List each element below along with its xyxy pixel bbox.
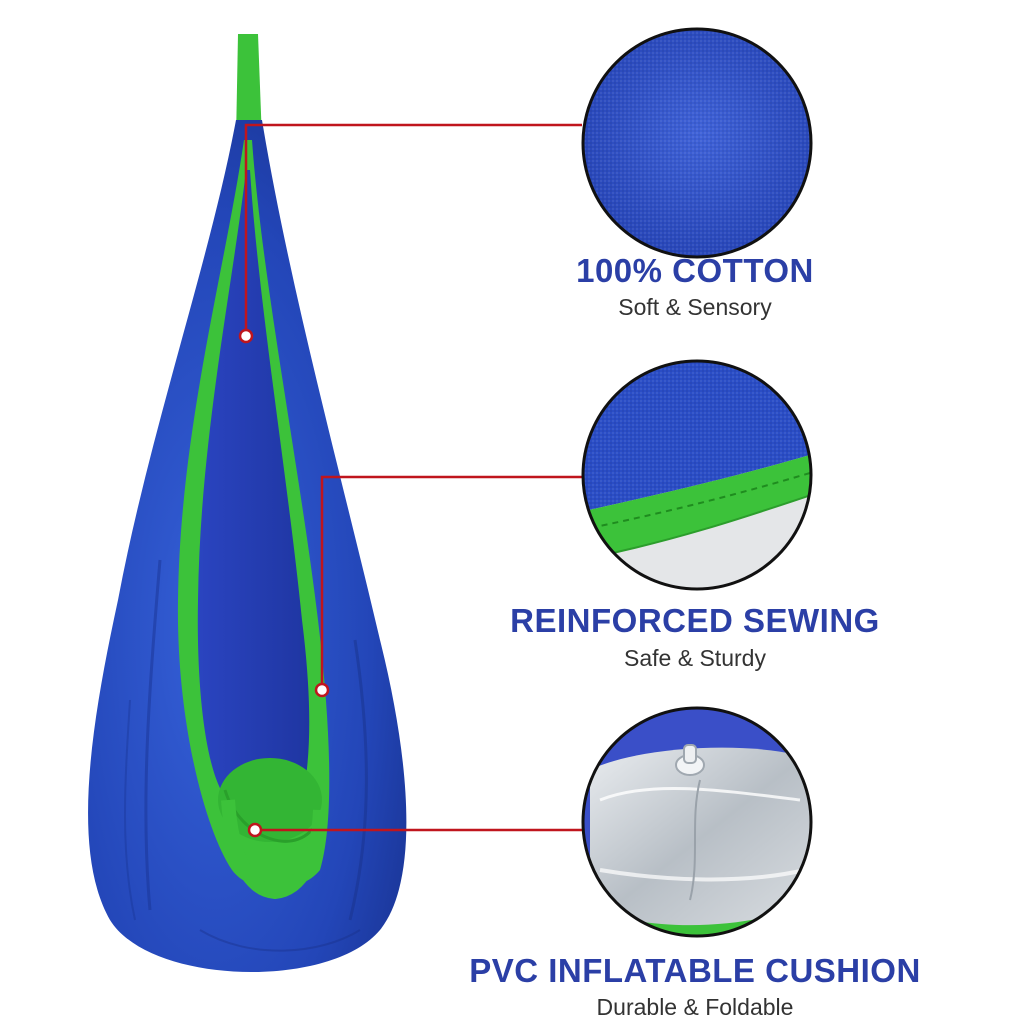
- callout-dot-sewing: [314, 682, 330, 698]
- callout-lines: [238, 123, 582, 838]
- feature-subtitle-cushion: Durable & Foldable: [596, 994, 794, 1020]
- inflatable-cushion-closeup: [581, 706, 813, 938]
- feature-subtitle-cotton: Soft & Sensory: [618, 294, 772, 320]
- pod-chair: [88, 34, 407, 973]
- feature-title-sewing: REINFORCED SEWING: [510, 602, 880, 639]
- feature-title-cotton: 100% COTTON: [576, 252, 814, 289]
- callout-dot-cushion: [247, 822, 263, 838]
- feature-title-cushion: PVC INFLATABLE CUSHION: [469, 952, 921, 989]
- callout-dot-cotton: [238, 328, 254, 344]
- cotton-fabric-closeup: [581, 27, 813, 259]
- stitched-seam-closeup: [581, 359, 813, 591]
- feature-subtitle-sewing: Safe & Sturdy: [624, 645, 766, 671]
- callout-line-cotton: [244, 123, 582, 336]
- callout-line-sewing: [320, 475, 582, 690]
